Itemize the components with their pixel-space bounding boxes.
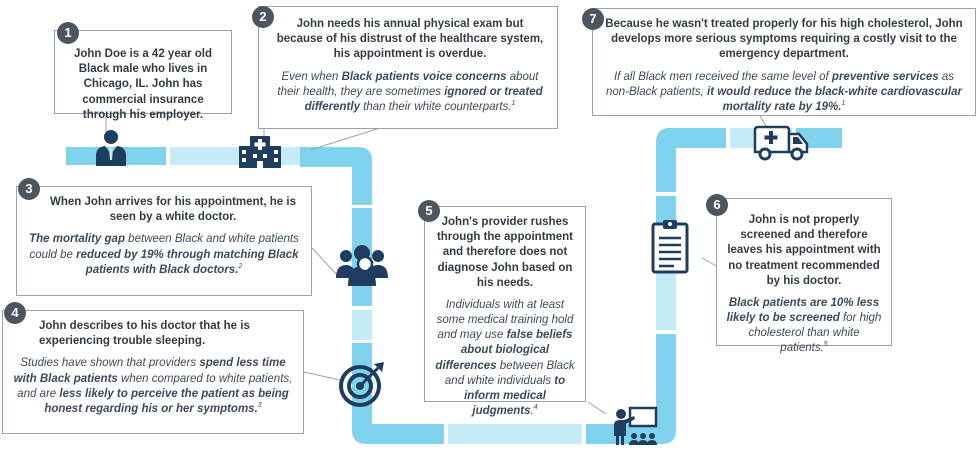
emphasis-text: spend less time with Black patients [13, 357, 286, 385]
step-narrative: John's provider rushes through the appoi… [436, 216, 574, 289]
step-narrative: John is not properly screened and theref… [727, 214, 881, 287]
step-evidence: If all Black men received the same level… [603, 70, 965, 116]
citation-marker: 2 [238, 262, 243, 270]
step-evidence: Black patients are 10% less likely to be… [725, 296, 883, 357]
emphasis-text: The mortality gap [29, 233, 125, 246]
target-icon [339, 362, 384, 407]
step-evidence: The mortality gap between Black and whit… [27, 232, 301, 278]
callout-pointer [303, 371, 341, 381]
path-segment [352, 310, 372, 340]
step-1-callout: John Doe is a 42 year old Black male who… [54, 30, 232, 121]
ambulance-icon [753, 125, 809, 161]
step-4-badge: 4 [4, 302, 26, 324]
step-3-callout: When John arrives for his appointment, h… [16, 186, 312, 296]
step-2-callout: John needs his annual physical exam but … [258, 6, 558, 129]
step-5-callout: John's provider rushes through the appoi… [424, 206, 586, 417]
emphasis-text: it would reduce the black-white cardiova… [707, 85, 962, 113]
step-evidence: Individuals with at least some medical t… [433, 298, 577, 419]
emphasis-text: false beliefs about biological differenc… [435, 329, 573, 372]
step-narrative: When John arrives for his appointment, h… [49, 196, 296, 224]
evidence-text: for high cholesterol than white patients… [748, 312, 882, 355]
evidence-text: Even when [281, 70, 342, 83]
evidence-text: than their white counterparts. [359, 100, 512, 113]
evidence-text: when compared to white patients, and are [17, 372, 293, 400]
path-segment [352, 418, 444, 444]
callout-pointer [311, 247, 339, 277]
citation-marker: 3 [257, 402, 262, 410]
emphasis-text: preventive services [831, 70, 939, 83]
emphasis-text: to inform medical judgments [464, 374, 566, 418]
step-4-callout: John describes to his doctor that he is … [2, 310, 304, 434]
step-2-badge: 2 [252, 6, 274, 28]
doctor-group-icon [336, 245, 388, 286]
path-segment [300, 147, 372, 205]
citation-marker: 4 [533, 404, 538, 412]
path-segment [656, 128, 726, 192]
emphasis-text: reduced by 19% [76, 248, 164, 261]
step-narrative: John Doe is a 42 year old Black male who… [73, 48, 213, 121]
callout-pointer [309, 127, 381, 151]
evidence-text: Studies have shown that providers [20, 357, 200, 370]
step-3-badge: 3 [18, 178, 40, 200]
step-narrative: John describes to his doctor that he is … [39, 320, 250, 348]
evidence-text: about their health, they are sometimes [277, 70, 539, 98]
step-1-badge: 1 [57, 22, 79, 44]
evidence-text: If all Black men received the same level… [613, 70, 832, 83]
step-narrative: John needs his annual physical exam but … [276, 18, 544, 61]
path-segment [656, 334, 676, 420]
citation-marker: 5 [823, 341, 828, 349]
step-5-badge: 5 [418, 200, 440, 222]
step-6-callout: John is not properly screened and theref… [716, 198, 892, 354]
emphasis-text: Black patients are 10% less likely to be… [726, 296, 880, 325]
evidence-text: as non-Black patients, [605, 70, 955, 98]
step-6-badge: 6 [706, 194, 728, 216]
step-evidence: Studies have shown that providers spend … [13, 356, 293, 417]
emphasis-text: Black patients voice concerns [341, 70, 507, 83]
path-segment [448, 424, 582, 444]
step-narrative: Because he wasn't treated properly for h… [605, 18, 963, 61]
emphasis-text: through matching Black patients with Bla… [85, 248, 299, 276]
evidence-text: . [530, 405, 534, 418]
emphasis-text: ignored or treated differently [304, 85, 543, 113]
person-icon [96, 130, 126, 166]
clipboard-icon [651, 220, 689, 274]
emphasis-text: less likely to perceive the patient as b… [44, 387, 289, 415]
evidence-text: between Black and white patients could b… [29, 233, 299, 261]
evidence-text: Individuals with at least some medical t… [436, 298, 574, 342]
step-7-badge: 7 [582, 8, 604, 30]
evidence-text: between Black and white individuals [444, 359, 575, 387]
step-7-callout: Because he wasn't treated properly for h… [592, 8, 976, 116]
hospital-icon [239, 136, 281, 168]
callout-pointer [587, 401, 607, 415]
step-evidence: Even when Black patients voice concerns … [273, 70, 547, 116]
callout-pointer [759, 115, 767, 127]
citation-marker: 1 [841, 100, 846, 108]
citation-marker: 1 [511, 100, 516, 108]
teacher-icon [614, 406, 658, 445]
